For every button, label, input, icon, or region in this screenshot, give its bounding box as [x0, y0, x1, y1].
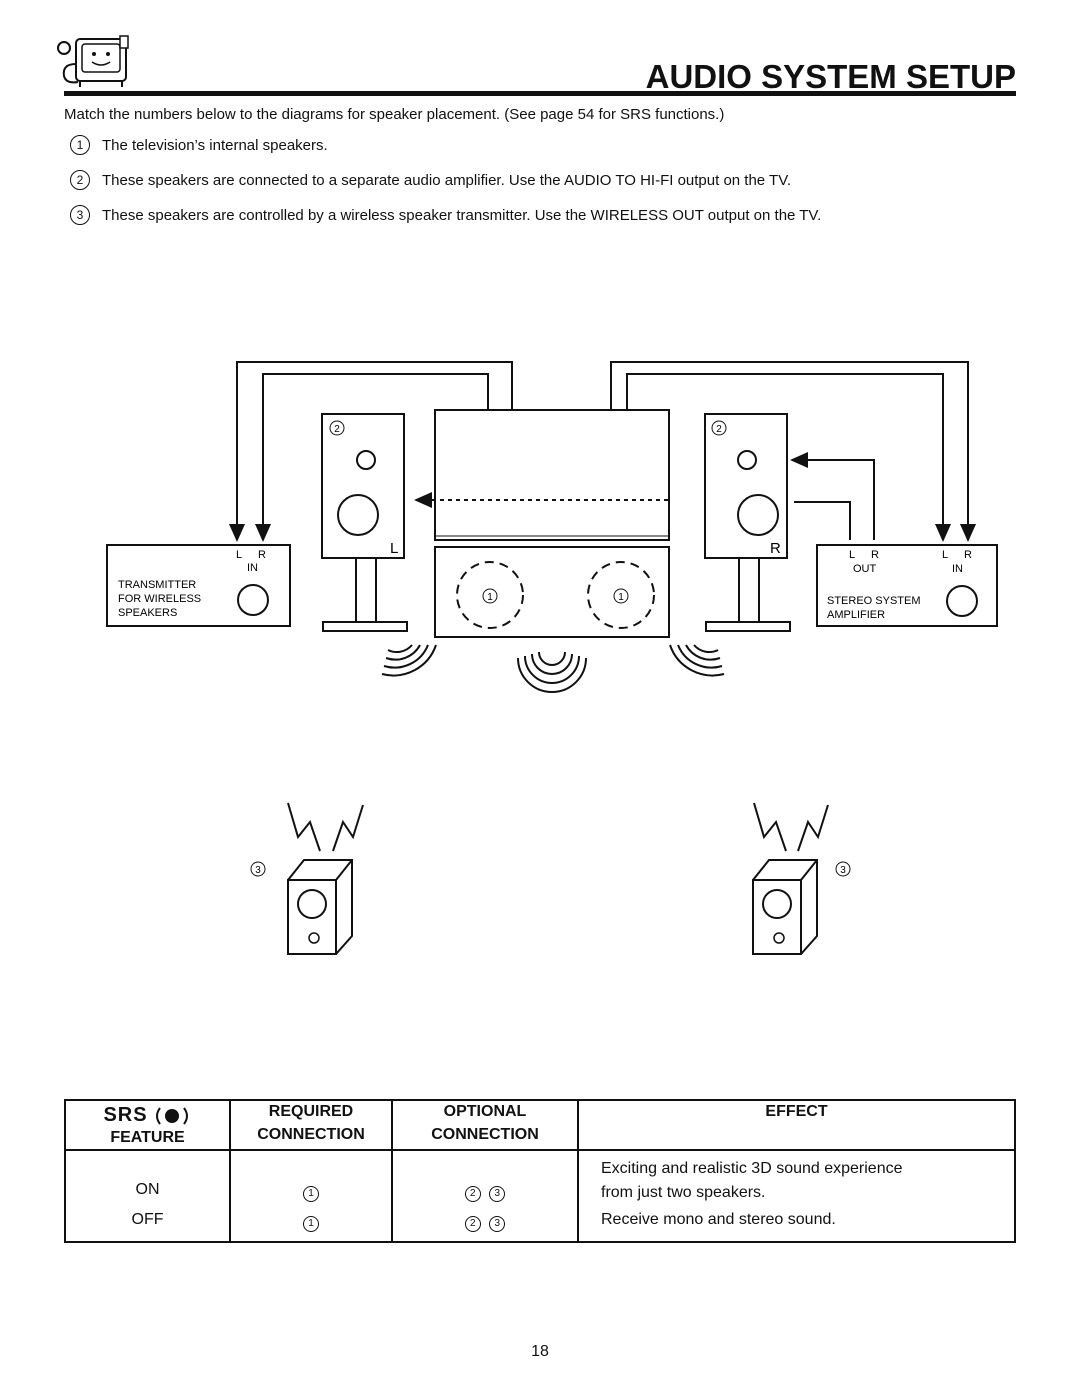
sound-waves-right	[669, 644, 725, 677]
wireless-signal-icon	[287, 802, 364, 852]
list-item: 3 These speakers are controlled by a wir…	[70, 205, 821, 225]
speaker-left-label: L	[390, 540, 398, 557]
srs-feature-table: SRS FEATURE REQUIRED CONNECTION OPTIONAL…	[64, 1099, 1016, 1243]
number-badge: 1	[70, 135, 90, 155]
tv-speaker-num: 1	[618, 592, 624, 603]
amp-in-r: R	[964, 549, 972, 561]
srs-logo-icon	[155, 1106, 188, 1125]
number-badge: 1	[303, 1216, 319, 1232]
feature-header: SRS FEATURE	[64, 1100, 231, 1150]
amp-label: STEREO SYSTEM	[827, 595, 921, 607]
table-divider-row	[64, 1149, 1016, 1157]
list-item-text: These speakers are controlled by a wirel…	[102, 206, 822, 224]
feature-cell: OFF	[64, 1209, 231, 1242]
speaker-right-label: R	[770, 540, 781, 557]
number-badge: 2	[70, 170, 90, 190]
effect-header-label: EFFECT	[765, 1103, 828, 1120]
page-title: AUDIO SYSTEM SETUP	[645, 58, 1016, 95]
title-divider	[64, 91, 1016, 96]
wireless-speaker-num: 3	[840, 865, 846, 876]
transmitter-l: L	[236, 549, 242, 561]
number-badge: 3	[489, 1186, 506, 1202]
amp-label: AMPLIFIER	[827, 609, 885, 621]
wireless-speaker-num: 3	[255, 865, 261, 876]
transmitter-label: TRANSMITTER	[118, 579, 196, 591]
effect-text: Exciting and realistic 3D sound experien…	[601, 1160, 903, 1177]
number-badge: 2	[464, 1186, 481, 1202]
number-badge: 3	[70, 205, 90, 225]
tv-speaker-num: 1	[487, 592, 493, 603]
required-header-line1: REQUIRED	[268, 1103, 354, 1120]
list-item-text: The television’s internal speakers.	[102, 136, 328, 154]
required-header-line2: CONNECTION	[257, 1126, 365, 1143]
speaker-placement-diagram: 1 1 2 L 2 R L R IN TRANSMITTER FOR WIREL…	[106, 361, 998, 955]
wireless-signal-icon	[753, 802, 829, 852]
feature-cell: ON	[64, 1157, 231, 1209]
required-cell: 1	[229, 1157, 393, 1209]
amp-out-r: R	[871, 549, 879, 561]
optional-cell: 2 3	[391, 1209, 579, 1242]
transmitter-label: FOR WIRELESS	[118, 593, 201, 605]
list-item: 1 The television’s internal speakers.	[70, 135, 328, 155]
optional-header-line1: OPTIONAL	[443, 1103, 527, 1120]
speaker-num: 2	[334, 424, 340, 435]
srs-logo: SRS	[66, 1104, 229, 1127]
amp-out: OUT	[853, 563, 877, 575]
effect-cell: Exciting and realistic 3D sound experien…	[577, 1157, 1016, 1209]
amp-out-l: L	[849, 549, 855, 561]
number-badge: 3	[489, 1216, 506, 1232]
tv-mascot-icon	[57, 35, 129, 87]
required-header: REQUIRED CONNECTION	[229, 1100, 393, 1150]
optional-cell: 2 3	[391, 1157, 579, 1209]
optional-header-line2: CONNECTION	[431, 1126, 539, 1143]
effect-text: from just two speakers.	[601, 1184, 766, 1201]
list-item-text: These speakers are connected to a separa…	[102, 171, 791, 189]
sound-waves-center	[517, 651, 587, 693]
optional-header: OPTIONAL CONNECTION	[391, 1100, 579, 1150]
transmitter-label: SPEAKERS	[118, 607, 177, 619]
list-item: 2 These speakers are connected to a sepa…	[70, 170, 791, 190]
feature-header-label: FEATURE	[110, 1129, 185, 1146]
srs-logo-text: SRS	[103, 1104, 148, 1126]
required-cell: 1	[229, 1209, 393, 1242]
sound-waves-left	[381, 644, 437, 677]
table-row: ON 1 2 3 Exciting and realistic 3D sound…	[64, 1157, 1016, 1209]
amp-in-l: L	[942, 549, 948, 561]
effect-text: Receive mono and stereo sound.	[577, 1209, 1016, 1242]
transmitter-r: R	[258, 549, 266, 561]
table-row: OFF 1 2 3 Receive mono and stereo sound.	[64, 1209, 1016, 1242]
transmitter-in: IN	[247, 562, 258, 574]
table-header-row: SRS FEATURE REQUIRED CONNECTION OPTIONAL…	[64, 1100, 1016, 1150]
amp-in: IN	[952, 563, 963, 575]
number-badge: 1	[303, 1186, 319, 1202]
effect-header: EFFECT	[577, 1100, 1016, 1150]
number-badge: 2	[464, 1216, 481, 1232]
page-number: 18	[531, 1343, 549, 1360]
intro-text: Match the numbers below to the diagrams …	[64, 106, 725, 123]
speaker-num: 2	[716, 424, 722, 435]
